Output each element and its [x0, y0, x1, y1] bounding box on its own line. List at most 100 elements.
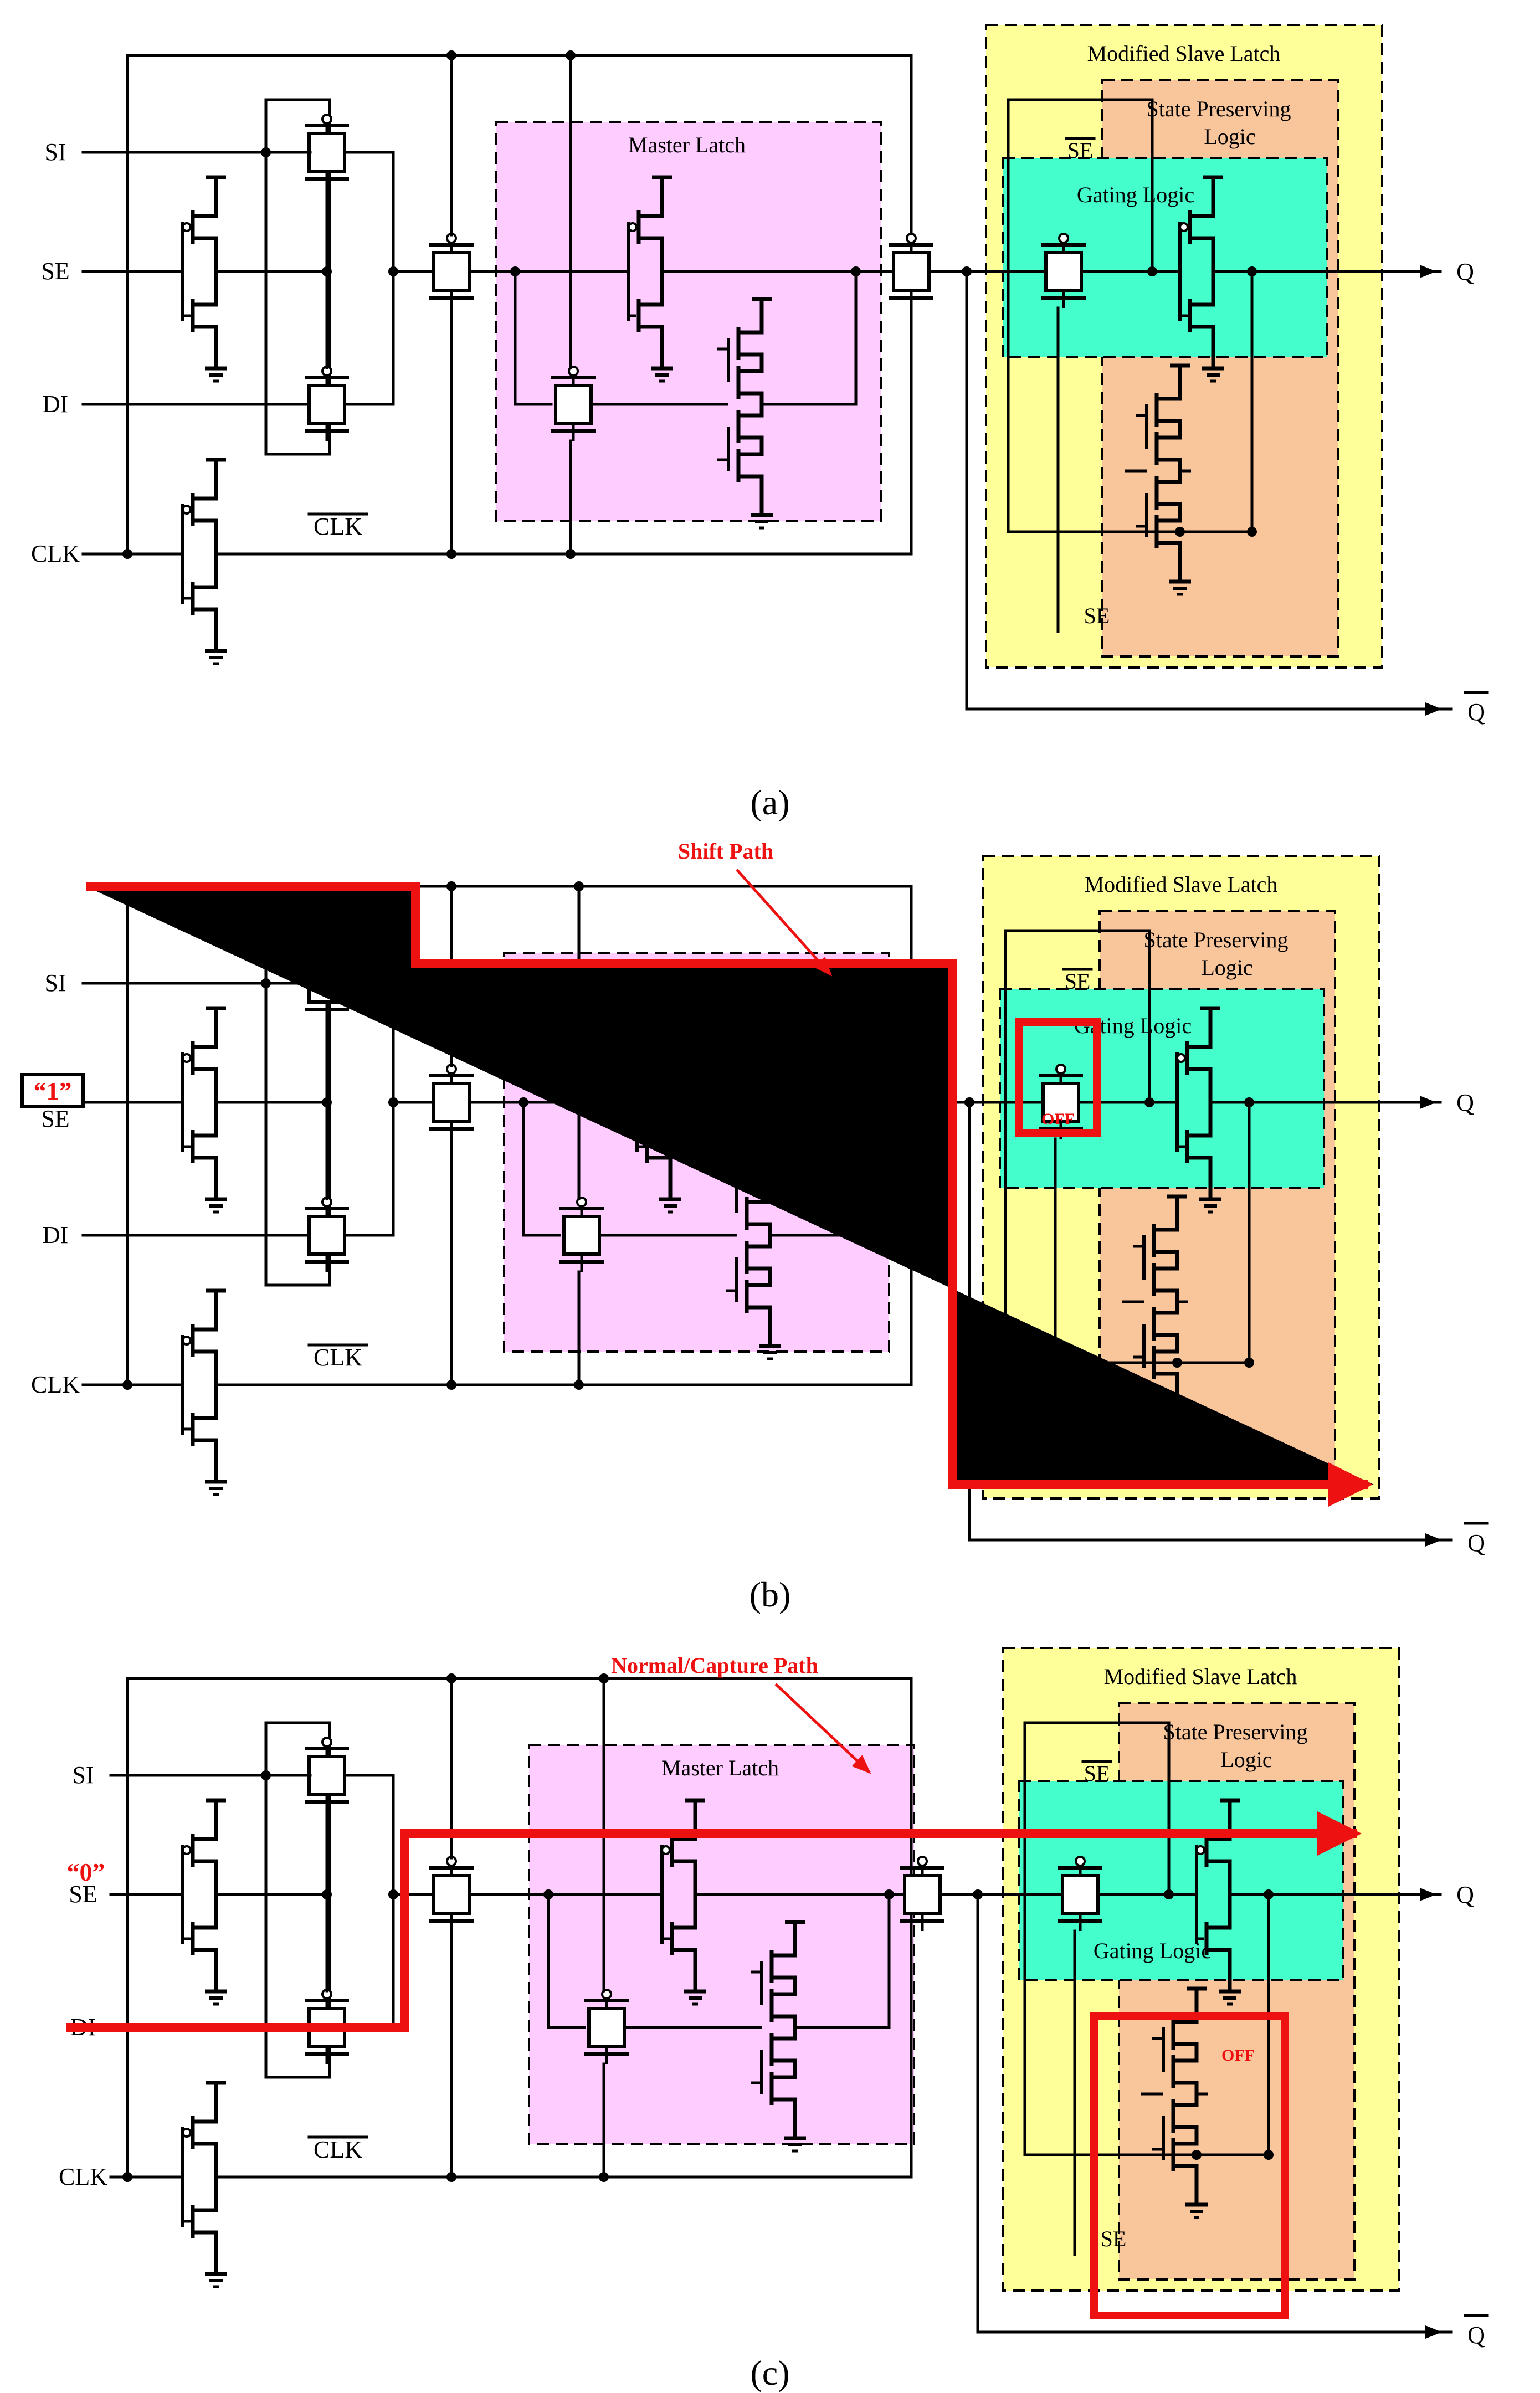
master-input-transmission-gate — [429, 1065, 474, 1139]
capture-path-label: Normal/Capture Path — [611, 1653, 818, 1678]
junction-dot — [599, 2172, 609, 2182]
input-label-se: SE — [41, 258, 69, 285]
panel-caption-a: (a) — [750, 783, 789, 822]
se-value-label: “0” — [67, 1858, 105, 1886]
junction-dot — [1164, 1889, 1174, 1899]
state-preserving-label: State Preserving — [1163, 1719, 1307, 1744]
qbar-output-label: Q — [1467, 2322, 1485, 2349]
junction-dot — [261, 1770, 271, 1780]
slave-input-transmission-gate — [900, 1857, 944, 1931]
master-latch-label: Master Latch — [628, 132, 746, 157]
se-value-label: “1” — [34, 1077, 72, 1105]
state-preserving-label-2: Logic — [1204, 124, 1255, 149]
junction-dot — [261, 147, 271, 157]
junction-dot — [122, 1380, 132, 1390]
junction-dot — [261, 978, 271, 988]
junction-dot — [574, 881, 584, 891]
slave-latch-label: Modified Slave Latch — [1085, 872, 1278, 897]
di-transmission-gate — [305, 1198, 349, 1272]
slave-gating-transmission-gate — [1058, 1857, 1102, 1931]
state-preserving-label: State Preserving — [1146, 96, 1291, 121]
se-inverter — [161, 1800, 227, 2004]
master-feedback-transmission-gate — [559, 1198, 604, 1272]
off-label: OFF — [1221, 2046, 1255, 2065]
q-output-label: Q — [1456, 1089, 1474, 1116]
junction-dot — [1244, 1358, 1254, 1368]
master-feedback-transmission-gate — [551, 367, 596, 441]
input-label-se: SE — [41, 1105, 69, 1132]
shift-path-label: Shift Path — [678, 839, 773, 864]
qbar-output-label: Q — [1467, 699, 1485, 726]
junction-dot — [446, 549, 456, 559]
master-latch-region — [495, 121, 882, 522]
capture-path-pointer — [774, 1683, 871, 1774]
junction-dot — [1147, 266, 1157, 276]
clk-bar-label: CLK — [314, 513, 362, 540]
master-latch-label: Master Latch — [661, 1755, 779, 1780]
master-latch-region — [528, 1744, 915, 2145]
slave-gating-transmission-gate — [1041, 234, 1086, 308]
state-preserving-label-2: Logic — [1220, 1747, 1272, 1772]
junction-dot — [1144, 1097, 1154, 1107]
se-bar-label: SE — [1084, 1761, 1110, 1786]
junction-dot — [1192, 2150, 1202, 2160]
state-preserving-label: State Preserving — [1143, 927, 1288, 952]
slave-input-transmission-gate — [889, 234, 933, 308]
master-input-transmission-gate — [429, 234, 474, 308]
junction-dot — [599, 1673, 609, 1683]
se-inverter — [161, 1008, 227, 1212]
q-output-label: Q — [1456, 1881, 1474, 1908]
clk-inverter — [161, 460, 227, 664]
clk-inverter — [161, 1291, 227, 1495]
junction-dot — [1175, 527, 1185, 537]
junction-dot — [446, 50, 456, 60]
se-bar-label: SE — [1067, 138, 1094, 163]
master-feedback-transmission-gate — [584, 1990, 629, 2064]
se-label-bottom: SE — [1101, 2226, 1127, 2251]
capture-path-line — [66, 1811, 1362, 2032]
input-label-di: DI — [43, 391, 68, 418]
input-label-clk: CLK — [59, 2163, 107, 2190]
di-transmission-gate — [305, 367, 349, 441]
state-preserving-label-2: Logic — [1201, 955, 1252, 980]
clk-bar-label: CLK — [314, 2136, 362, 2163]
master-input-transmission-gate — [429, 1857, 474, 1931]
input-label-se: SE — [69, 1881, 97, 1908]
input-label-clk: CLK — [31, 1371, 80, 1398]
off-highlight-box — [1015, 1018, 1101, 1137]
input-label-di: DI — [43, 1221, 68, 1249]
off-label: OFF — [1041, 1110, 1075, 1128]
slave-latch-label: Modified Slave Latch — [1087, 41, 1281, 66]
qbar-output-label: Q — [1467, 1529, 1485, 1557]
panel-caption-b: (b) — [750, 1575, 791, 1614]
clk-bar-label: CLK — [314, 1344, 362, 1371]
junction-dot — [388, 1097, 398, 1107]
junction-dot — [566, 549, 576, 559]
junction-dot — [388, 266, 398, 276]
gating-logic-label: Gating Logic — [1077, 182, 1194, 207]
input-label-si: SI — [44, 138, 66, 166]
junction-dot — [122, 2172, 132, 2182]
q-output-label: Q — [1456, 258, 1474, 285]
junction-dot — [566, 50, 576, 60]
junction-dot — [1247, 527, 1257, 537]
junction-dot — [446, 881, 456, 891]
clk-inverter — [161, 2083, 227, 2287]
shift-path-pointer — [736, 869, 833, 977]
se-inverter — [161, 177, 227, 381]
junction-dot — [446, 2172, 456, 2182]
off-highlight-box — [1090, 2012, 1289, 2319]
gating-logic-label: Gating Logic — [1094, 1938, 1211, 1963]
se-bar-label: SE — [1065, 969, 1091, 994]
junction-dot — [446, 1673, 456, 1683]
panel-caption-c: (c) — [750, 2353, 789, 2392]
shift-path-line — [86, 882, 1373, 1507]
se-value-box — [20, 1073, 85, 1108]
junction-dot — [574, 1380, 584, 1390]
input-label-clk: CLK — [31, 540, 80, 567]
